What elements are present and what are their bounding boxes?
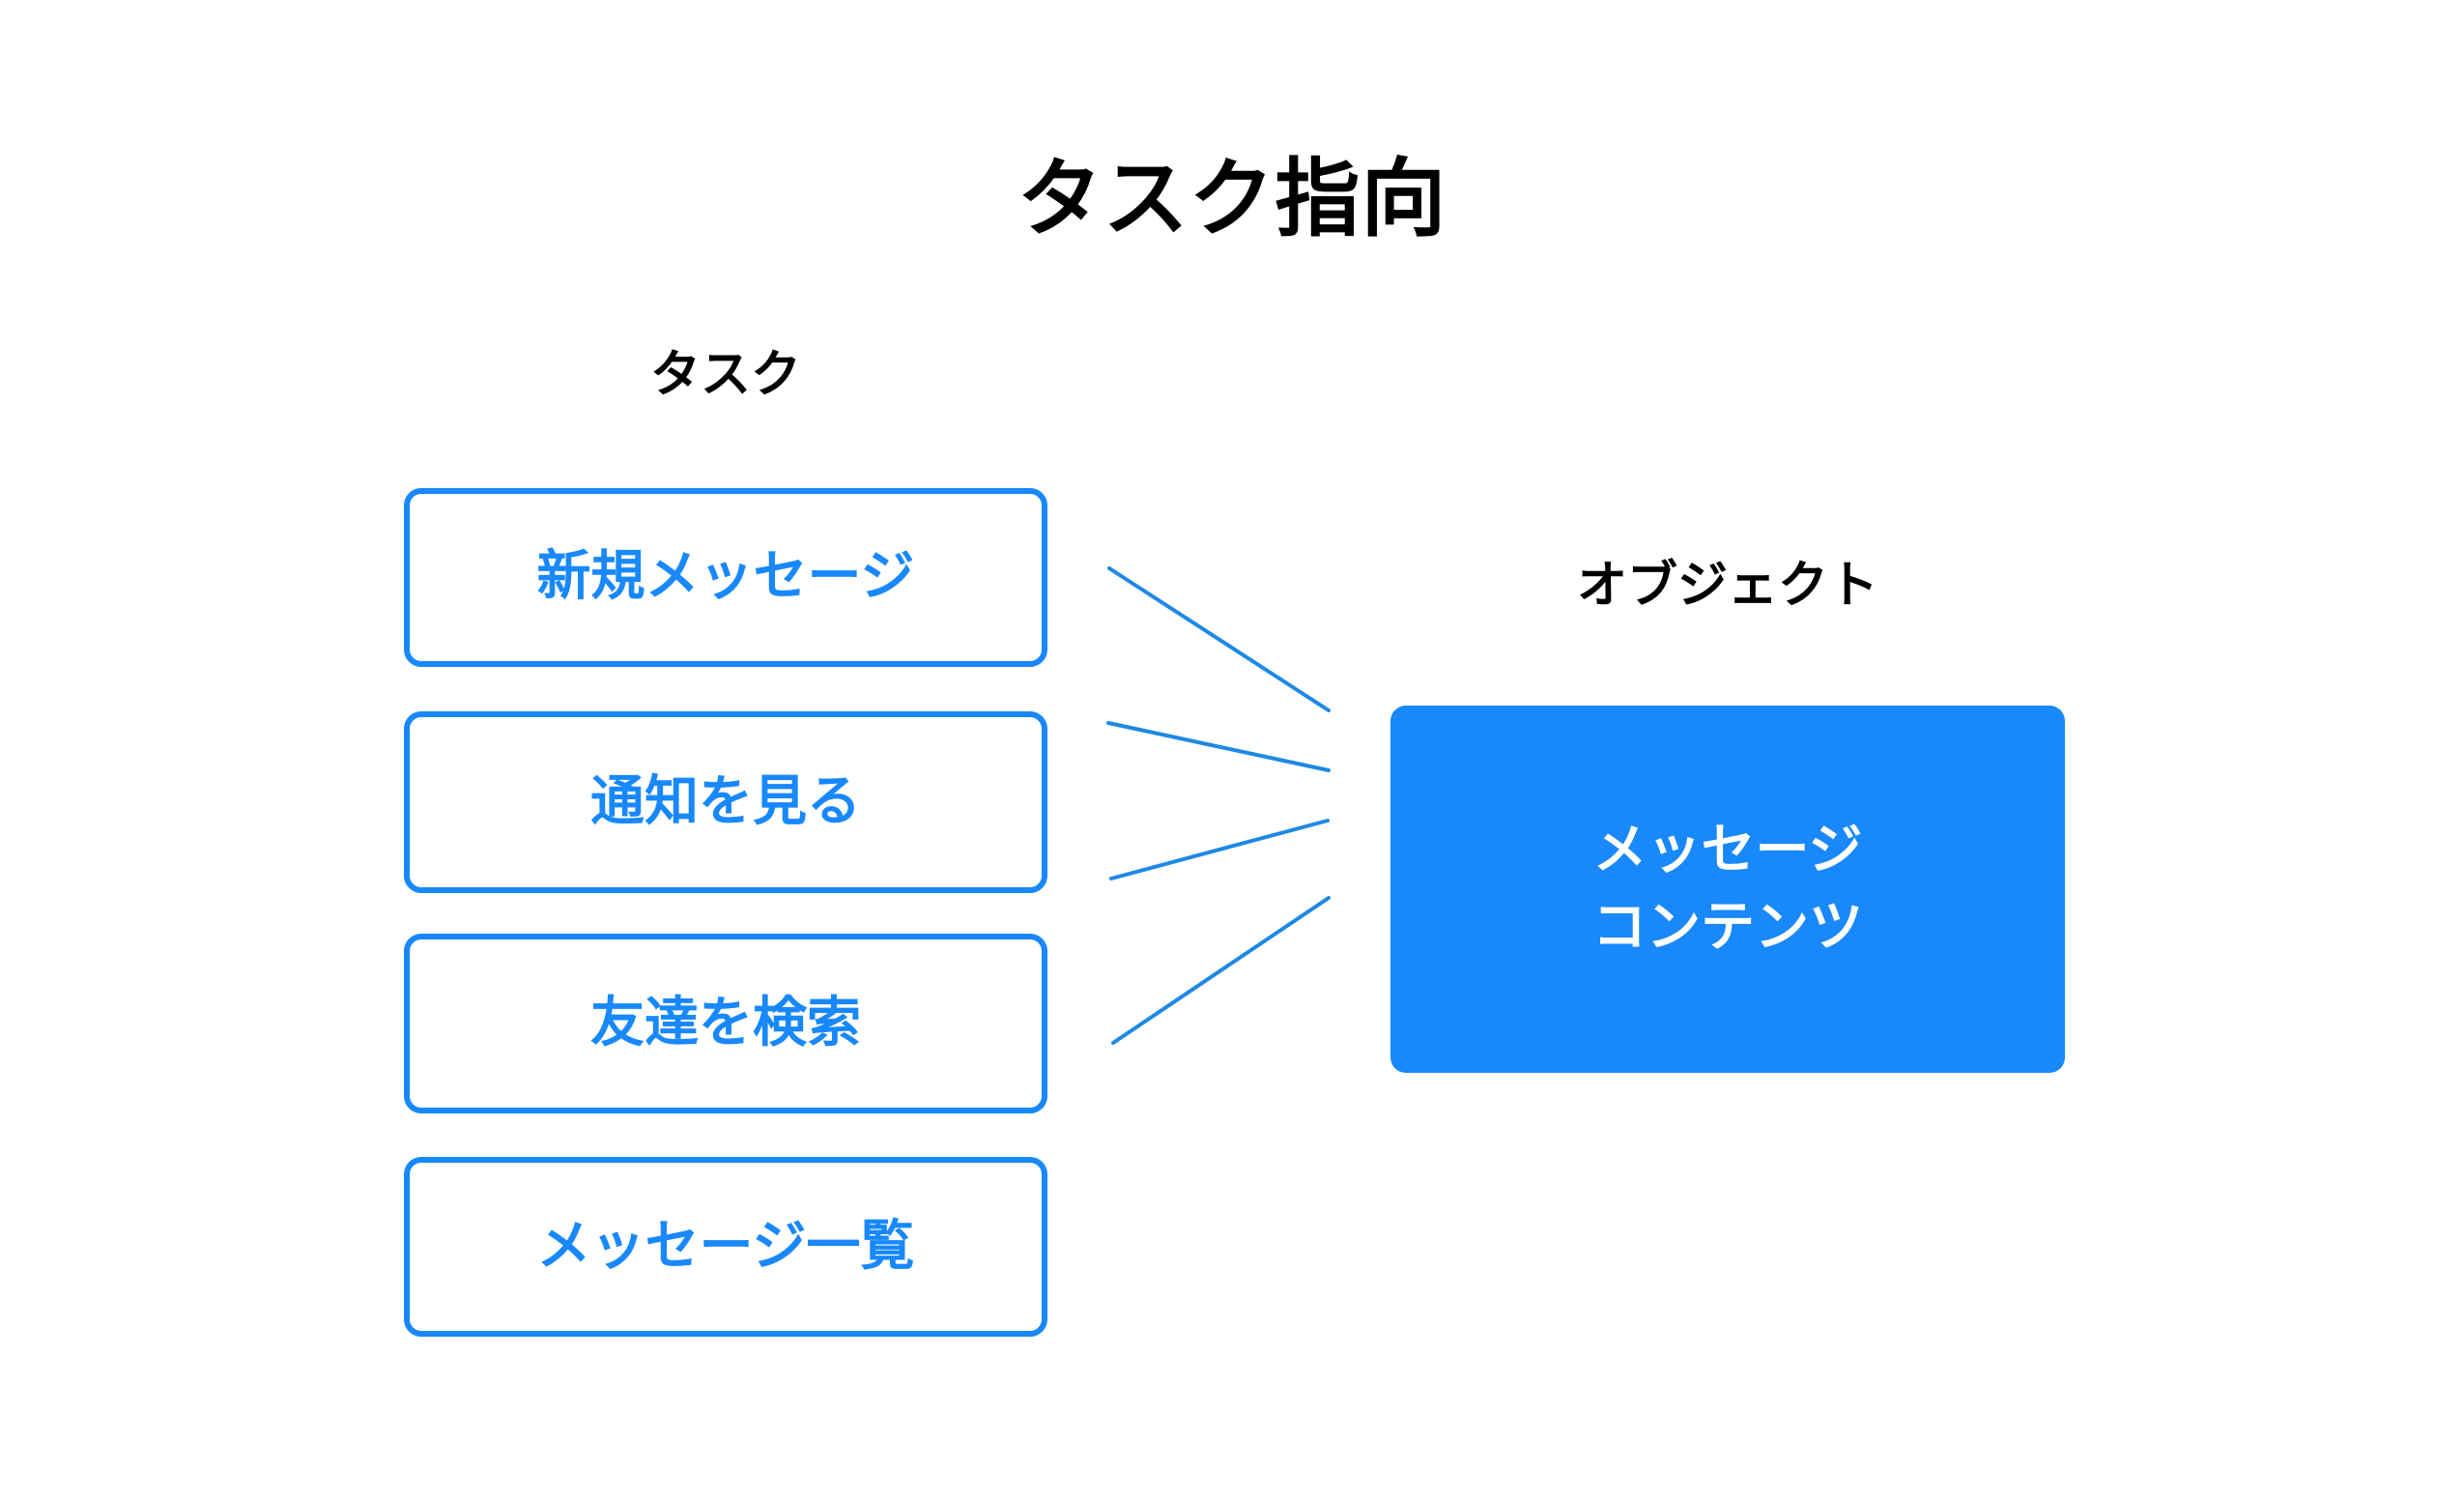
- task-box-label: 友達を検索: [590, 991, 861, 1054]
- connector-line-4: [1111, 896, 1331, 1045]
- task-box-label: メッセージ一覧: [536, 1214, 915, 1278]
- task-box-label: 新規メッセージ: [536, 545, 915, 609]
- object-box-message-content[interactable]: メッセージ コンテンツ: [1390, 706, 2065, 1073]
- object-box-label-line-2: コンテンツ: [1592, 896, 1863, 959]
- page-title: タスク指向: [1017, 149, 1447, 248]
- object-column-heading: オブジェクト: [1576, 557, 1878, 615]
- connector-line-1: [1107, 566, 1331, 712]
- task-box-message-list[interactable]: メッセージ一覧: [404, 1157, 1047, 1337]
- task-column-heading: タスク: [649, 346, 801, 404]
- task-box-label: 通知を見る: [590, 769, 861, 833]
- task-box-search-friends[interactable]: 友達を検索: [404, 934, 1047, 1113]
- task-box-new-message[interactable]: 新規メッセージ: [404, 488, 1047, 667]
- task-box-view-notifications[interactable]: 通知を見る: [404, 711, 1047, 893]
- object-box-label-line-1: メッセージ: [1592, 819, 1863, 882]
- connector-line-3: [1109, 819, 1330, 880]
- connector-line-2: [1106, 721, 1331, 772]
